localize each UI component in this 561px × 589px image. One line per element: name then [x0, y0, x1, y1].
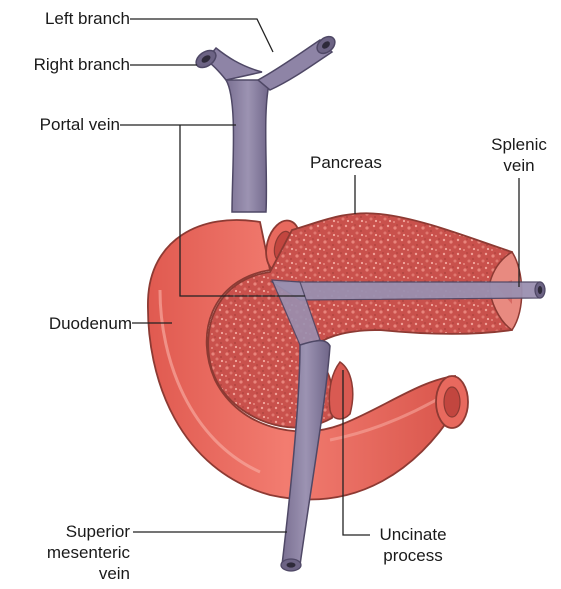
- label-uncinate-line-1: Uncinate: [372, 524, 454, 545]
- label-left-branch: Left branch: [45, 8, 130, 29]
- label-pancreas: Pancreas: [310, 152, 382, 173]
- portal-vein: [193, 33, 338, 212]
- label-smv-line-3: vein: [47, 563, 130, 584]
- label-right-branch: Right branch: [34, 54, 130, 75]
- label-smv-line-1: Superior: [47, 521, 130, 542]
- label-duodenum: Duodenum: [49, 313, 132, 334]
- label-splenic-vein-line-1: Splenic: [483, 134, 555, 155]
- leader-left-branch: [130, 19, 273, 52]
- label-superior-mesenteric-vein: Superior mesenteric vein: [47, 521, 130, 584]
- label-splenic-vein: Splenic vein: [483, 134, 555, 176]
- splenic-vein: [272, 282, 545, 300]
- label-portal-vein: Portal vein: [40, 114, 120, 135]
- label-smv-line-2: mesenteric: [47, 542, 130, 563]
- label-uncinate-process: Uncinate process: [372, 524, 454, 566]
- label-splenic-vein-line-2: vein: [483, 155, 555, 176]
- label-uncinate-line-2: process: [372, 545, 454, 566]
